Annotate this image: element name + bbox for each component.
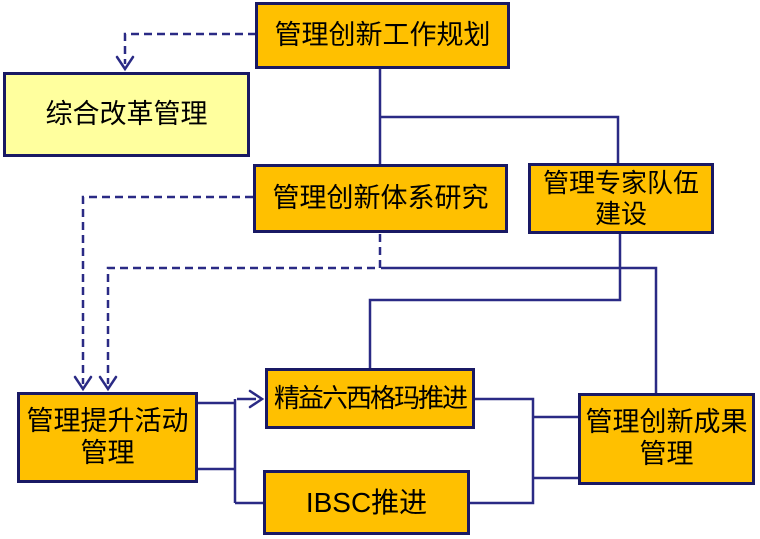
arrowhead-into-reform xyxy=(115,55,135,72)
arrowhead-into-lean xyxy=(248,389,265,409)
edge-planning-to-reform-dashed xyxy=(123,32,256,64)
node-management-innovation-system-research: 管理创新体系研究 xyxy=(253,164,508,233)
node-comprehensive-reform-management: 综合改革管理 xyxy=(3,72,250,157)
arrowhead-into-promote-right xyxy=(98,375,118,392)
edge-system-to-result xyxy=(381,266,658,393)
node-management-innovation-work-planning: 管理创新工作规划 xyxy=(255,2,510,69)
node-management-expert-team-building: 管理专家队伍 建设 xyxy=(528,163,714,234)
node-management-improvement-activity: 管理提升活动 管理 xyxy=(17,392,198,483)
node-management-innovation-results: 管理创新成果 管理 xyxy=(578,393,755,485)
edge-lean-ibsc-to-result xyxy=(470,397,578,505)
edge-planning-to-expert xyxy=(380,115,620,163)
node-lean-six-sigma-promotion: 精益六西格玛推进 xyxy=(265,368,475,429)
edge-system-to-promote-dashed-1 xyxy=(81,195,253,384)
edge-system-to-promote-dashed-2 xyxy=(106,234,382,384)
edge-promote-rail xyxy=(198,399,263,505)
node-ibsc-promotion: IBSC推进 xyxy=(263,470,470,535)
arrowhead-into-promote-left xyxy=(73,375,93,392)
edge-expert-to-lean xyxy=(368,233,622,368)
